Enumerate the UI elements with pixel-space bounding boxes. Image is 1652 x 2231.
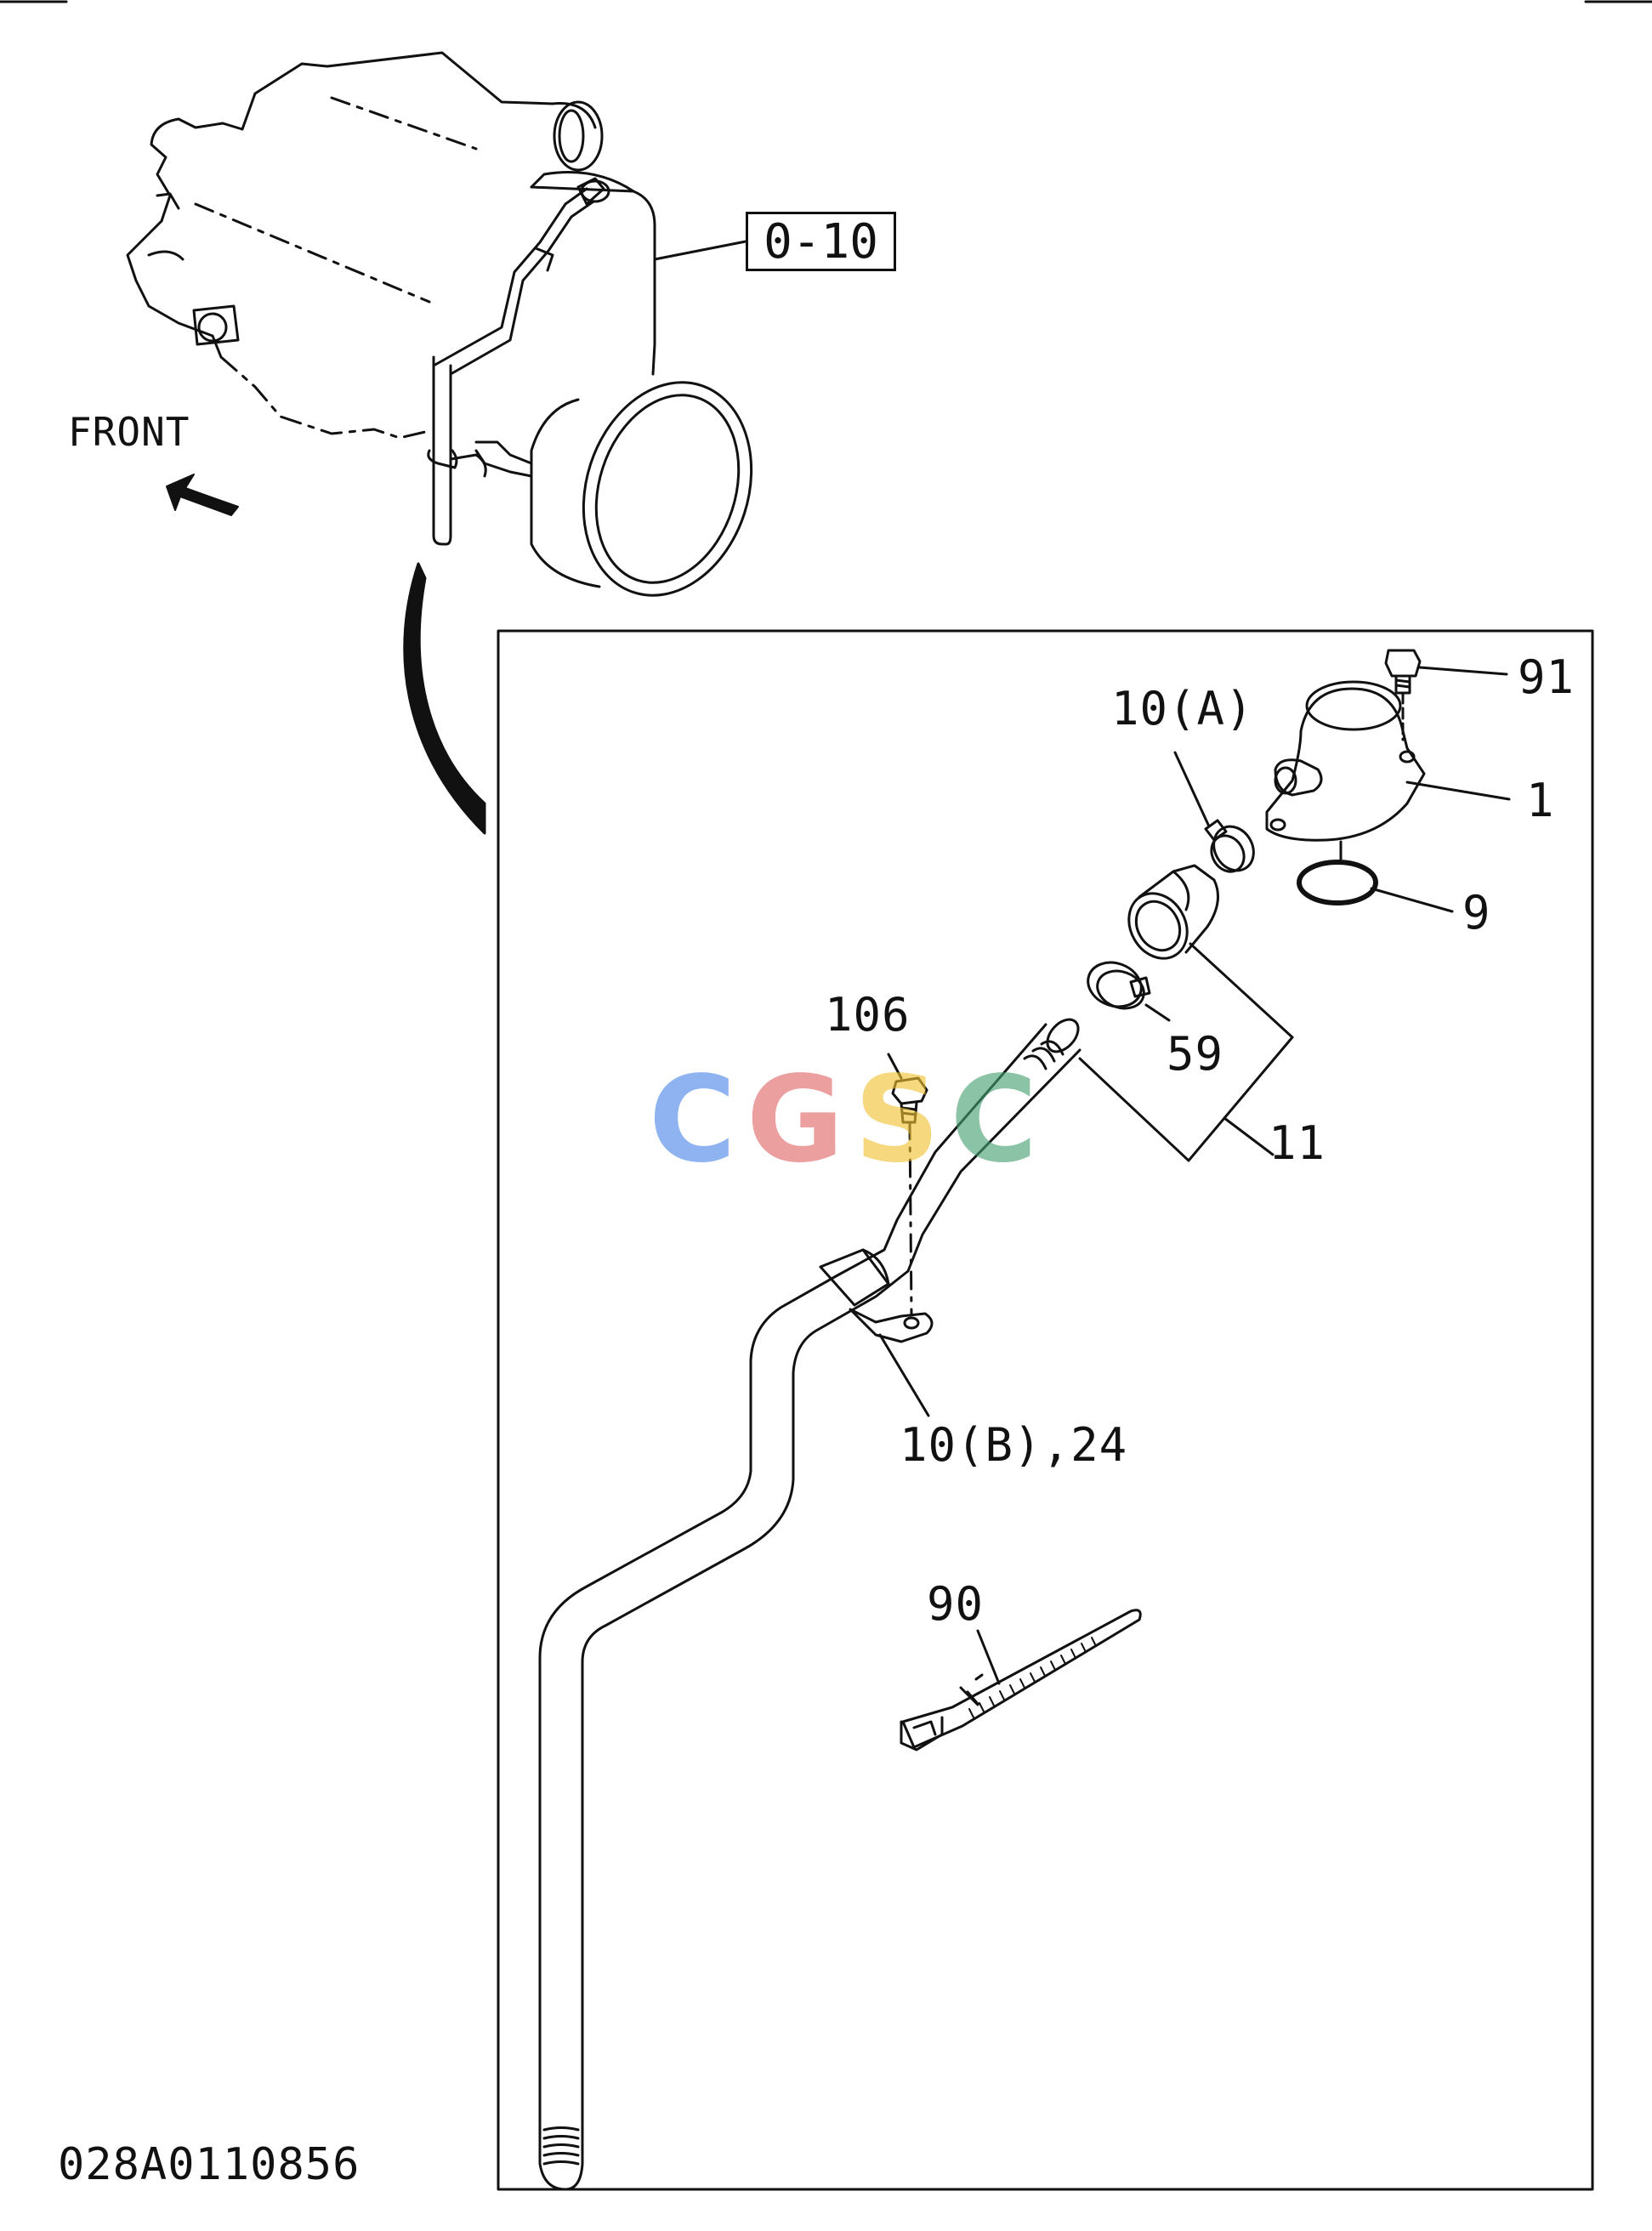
- callout-arc: [403, 562, 486, 835]
- hose-11-icon: [1127, 864, 1294, 1039]
- clamp-59-icon: [1087, 961, 1171, 1022]
- drawing-number: 028A0110856: [58, 2139, 360, 2190]
- watermark-logo: CGSC: [649, 1061, 1047, 1180]
- part-label-1: 1: [1526, 774, 1555, 827]
- engine-overview: [126, 51, 753, 835]
- reference-box: 0-10: [746, 212, 896, 271]
- part-label-9: 9: [1462, 886, 1491, 940]
- leader-90: [976, 1629, 1001, 1685]
- clamp-10a-icon: [1173, 751, 1255, 873]
- part-label-10b-24: 10(B),24: [900, 1418, 1128, 1472]
- part-label-90: 90: [927, 1577, 985, 1631]
- main-pipe-icon: [538, 1018, 1081, 2191]
- part-label-59: 59: [1167, 1027, 1224, 1081]
- detail-frame: [497, 629, 1594, 2191]
- leader-11: [1223, 1116, 1274, 1156]
- housing-cover-1-icon: [1265, 680, 1511, 865]
- front-arrow-icon: [166, 474, 239, 516]
- reference-leader: [653, 240, 747, 261]
- group-bracket-11: [1078, 1036, 1294, 1162]
- part-label-91: 91: [1518, 650, 1575, 704]
- part-label-11: 11: [1269, 1116, 1326, 1170]
- part-label-10a: 10(A): [1111, 682, 1254, 735]
- watermark-letter: G: [746, 1051, 854, 1189]
- part-label-106: 106: [825, 988, 911, 1042]
- o-ring-9-icon: [1297, 860, 1454, 913]
- bolt-91-icon: [1384, 649, 1508, 741]
- watermark-letter: S: [854, 1051, 951, 1189]
- bolt-106-icon: [887, 1053, 928, 1315]
- watermark-letter: C: [649, 1051, 747, 1189]
- watermark-letter: C: [950, 1051, 1048, 1189]
- cable-tie-90-icon: [900, 1609, 1142, 1751]
- front-label: FRONT: [68, 409, 190, 455]
